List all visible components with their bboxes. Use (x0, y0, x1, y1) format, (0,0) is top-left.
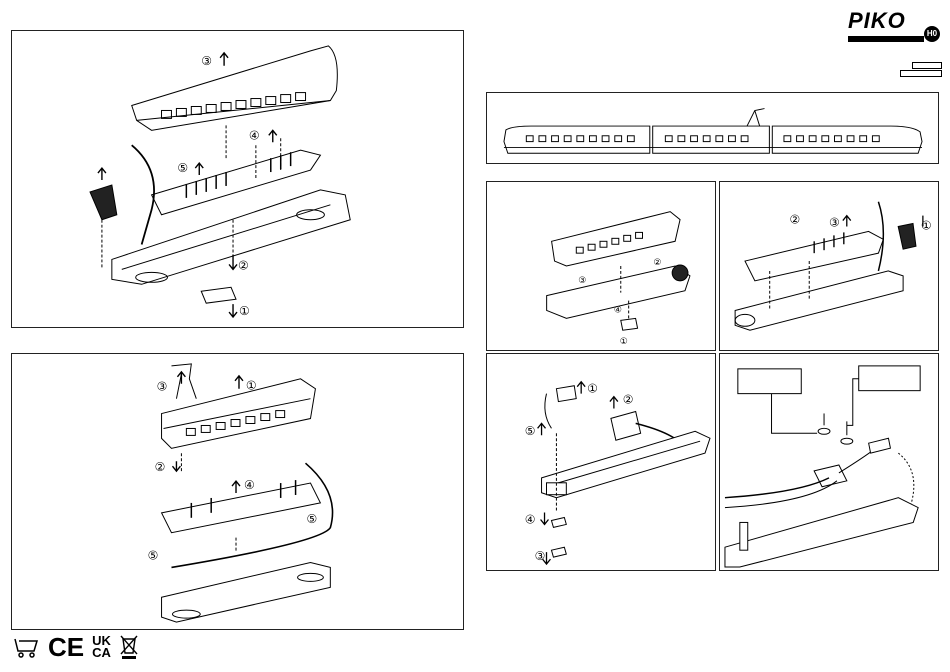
step-label-5b: ⑤ (306, 512, 317, 526)
diagram-decoder (720, 354, 938, 570)
step-label-2b: ② (155, 460, 166, 474)
panel-decoder (719, 353, 939, 571)
step-label-2e: ② (623, 393, 634, 407)
step-label-2d: ② (789, 213, 800, 227)
step-label-3c: ③ (578, 276, 586, 286)
step-label-2: ② (238, 258, 249, 272)
recycle-trolley-icon (12, 635, 40, 659)
panel-cab-interior: ② ③ ① (719, 181, 939, 351)
cab-cover (90, 185, 117, 220)
panel-motor: ② ① ⑤ ④ ③ (486, 353, 716, 571)
headlight-board (556, 386, 576, 402)
motor (611, 411, 641, 440)
motor-chassis (542, 431, 710, 497)
step-label-2c: ② (653, 258, 661, 268)
diagram-cab-car: ③ ② ④ ① (487, 182, 715, 350)
arrow-down-1 (229, 304, 237, 317)
step-label-1d: ① (921, 218, 932, 232)
step-label-4: ④ (249, 128, 260, 142)
chassis-2 (162, 562, 331, 622)
diagram-cab-interior: ② ③ ① (720, 182, 938, 350)
article-box-top (912, 62, 942, 69)
step-label-1: ① (239, 304, 250, 318)
train-car-2 (653, 126, 770, 153)
diagram-full-train (487, 93, 938, 163)
connector (869, 438, 891, 453)
step-label-5: ⑤ (177, 161, 188, 175)
clip-part (551, 517, 566, 527)
light-cable (132, 145, 154, 244)
step-label-4b: ④ (244, 478, 255, 492)
cab-cover-2 (898, 224, 916, 250)
panel-body-disassembly: ③ ④ ⑤ ② ① (11, 30, 464, 328)
decoder-chassis (725, 498, 918, 567)
brand-name: PIKO (848, 8, 906, 34)
step-label-1e: ① (587, 382, 598, 396)
pantograph (171, 364, 196, 399)
callout-box-left (738, 369, 801, 394)
compliance-marks: CE UK CA (12, 632, 139, 662)
diagram-pantograph: ① ③ ② ④ ⑤ ⑤ (12, 354, 463, 629)
panel-pantograph: ① ③ ② ④ ⑤ ⑤ (11, 353, 464, 630)
step-label-3e: ③ (535, 549, 546, 563)
step-label-3d: ③ (829, 215, 840, 229)
train-pantograph (747, 109, 765, 127)
step-label-5e: ⑤ (525, 424, 536, 438)
scale-badge: H0 (924, 26, 940, 42)
diagram-body-disassembly: ③ ④ ⑤ ② ① (12, 31, 463, 327)
step-label-3: ③ (201, 54, 212, 68)
crossed-out-bin-icon (119, 634, 139, 660)
step-label-4e: ④ (525, 512, 536, 526)
arrow-up-3 (220, 53, 228, 66)
article-box-bottom (900, 70, 942, 77)
step-label-5c: ⑤ (148, 549, 159, 563)
arrow-up-4 (269, 130, 277, 142)
decoder-board (814, 465, 847, 487)
step-label-1c: ① (620, 337, 628, 347)
step-label-1b: ① (246, 379, 257, 393)
ukca-mark: UK CA (92, 635, 111, 659)
interior-2 (162, 483, 321, 533)
step-label-4c: ④ (614, 305, 622, 315)
chassis-frame (112, 190, 350, 284)
arrow-up-5 (195, 163, 203, 175)
logo-tagline-bar (848, 36, 924, 42)
panel-full-train (486, 92, 939, 164)
interior-3 (745, 231, 883, 280)
arrow-up-cover (98, 168, 106, 180)
ukca-bottom: CA (92, 647, 111, 659)
panel-cab-car: ③ ② ④ ① (486, 181, 716, 351)
piko-logo: PIKO H0 (848, 8, 940, 48)
callout-box-right (859, 366, 920, 391)
diagram-motor: ② ① ⑤ ④ ③ (487, 354, 715, 570)
step-label-3b: ③ (157, 380, 168, 394)
bottom-plate (201, 287, 236, 303)
ce-mark: CE (48, 632, 84, 663)
